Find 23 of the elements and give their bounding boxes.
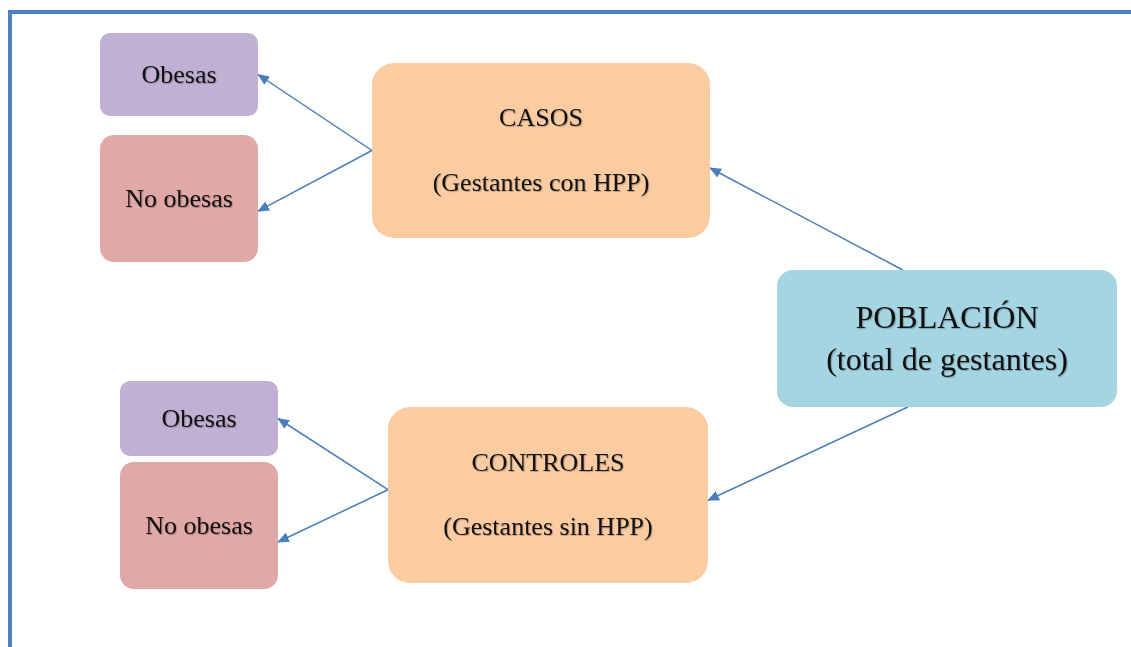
box-text: CASOS (499, 102, 583, 135)
arrow (709, 167, 904, 271)
rounded-box (100, 135, 258, 262)
arrow (277, 417, 389, 491)
arrow (257, 73, 373, 152)
box-text: Obesas (141, 58, 217, 91)
rounded-box (120, 381, 278, 456)
box-text: POBLACIÓN (855, 297, 1039, 337)
rounded-box (120, 462, 278, 589)
arrow (277, 488, 389, 543)
box-text: Obesas (161, 402, 237, 435)
rounded-box (388, 407, 708, 583)
box-text: No obesas (125, 182, 233, 215)
box-text: (total de gestantes) (826, 339, 1068, 379)
rounded-box (372, 63, 710, 238)
arrow (257, 149, 373, 212)
rounded-box (100, 33, 258, 116)
box-text: No obesas (145, 509, 253, 542)
box-text: (Gestantes con HPP) (432, 166, 650, 199)
rounded-box (777, 270, 1117, 407)
arrow (707, 406, 909, 502)
box-text: CONTROLES (471, 446, 625, 479)
box-text: (Gestantes sin HPP) (443, 511, 653, 544)
